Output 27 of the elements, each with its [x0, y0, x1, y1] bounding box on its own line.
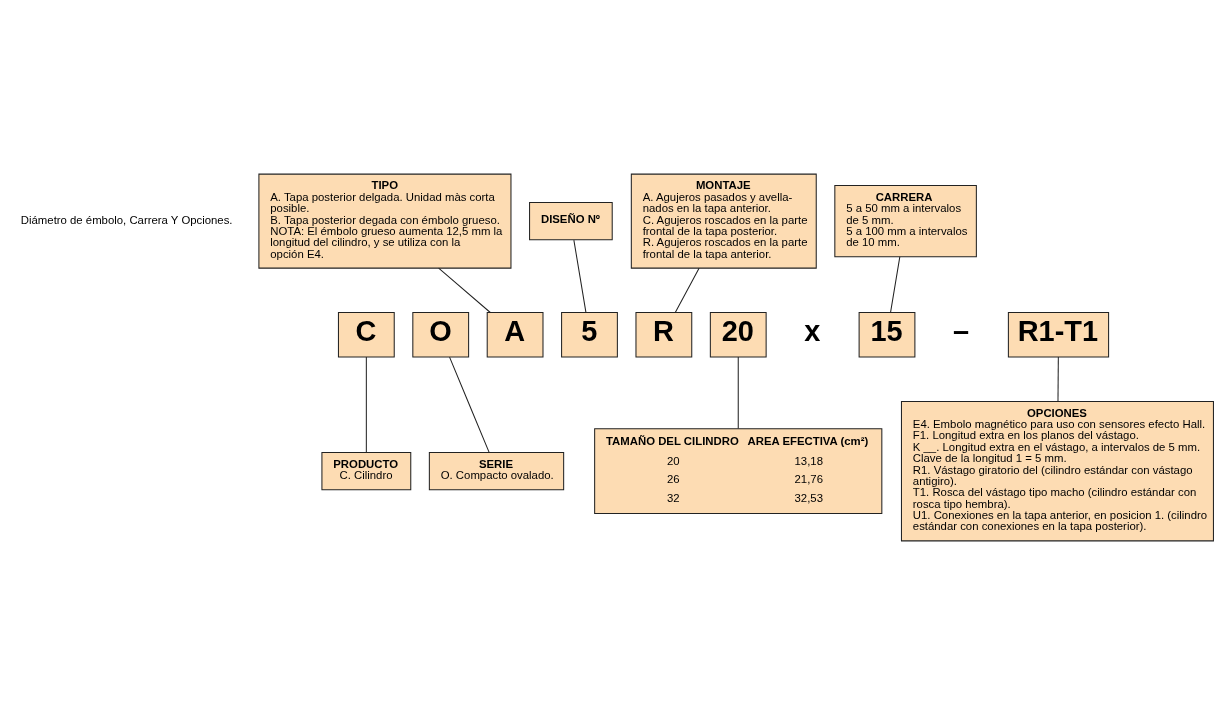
node-box: C — [337, 312, 395, 358]
connector — [1057, 356, 1059, 402]
connector — [674, 267, 700, 313]
node-box: 5 — [561, 312, 618, 358]
node-box: SERIE O. Compacto ovalado. — [428, 452, 565, 491]
connector — [890, 256, 901, 313]
connector — [573, 239, 587, 313]
node-box: DISEÑO Nº — [529, 202, 613, 241]
label: Diámetro de émbolo, Carrera Y Opciones. — [20, 214, 233, 227]
node-box: R — [635, 312, 693, 358]
node-box: CARRERA 5 a 50 mm a intervalos de 5 mm. 5 a 100 mm a intervalos de 10 mm. — [834, 185, 977, 258]
connector — [365, 356, 367, 453]
node-box: OPCIONES E4. Embolo magnético para uso con sensores efecto Hall. F1. Longitud extra en los planos del vástago. K __. Longitud extra en el vástago, a intervalos de 5 mm. Clave de la longitud 1 = 5 mm. R1. Vástago giratorio del (cilindro estándar con vástago antigiro). T1. Rosca del vástago tipo macho (cilindro estándar con rosca tipo hembra). U1. Conexiones en la tapa anterior, en posicion 1. (cilindro estándar con conexiones en la tapa posterior). — [900, 400, 1214, 542]
node-box: 15 — [858, 312, 916, 358]
node-box: O — [412, 312, 470, 358]
node-box: PRODUCTO C. Cilindro — [321, 452, 412, 491]
node-box: TIPO A. Tapa posterior delgada. Unidad màs corta posible. B. Tapa posterior degada con émbolo grueso. NOTA: El émbolo grueso aumenta 12,5 mm la longitud del cilindro, y se utiliza con la opción E4. — [258, 173, 512, 269]
node-box: R1-T1 — [1007, 312, 1110, 358]
node-box: TAMAÑO DEL CILINDRO AREA EFECTIVA (cm²) 20 13,18 26 21,76 32 32,53 — [594, 428, 883, 514]
label: x — [804, 314, 821, 347]
node-box: A — [486, 312, 544, 358]
node-box: 20 — [709, 312, 767, 358]
node-box: MONTAJE A. Agujeros pasados y avella- nados en la tapa anterior. C. Agujeros roscados en la parte frontal de la tapa posterior. R. Agujeros roscados en la parte frontal de la tapa anterior. — [630, 173, 817, 269]
connector — [438, 267, 491, 313]
connector — [449, 356, 490, 453]
label: – — [953, 314, 970, 347]
connector — [737, 356, 739, 430]
